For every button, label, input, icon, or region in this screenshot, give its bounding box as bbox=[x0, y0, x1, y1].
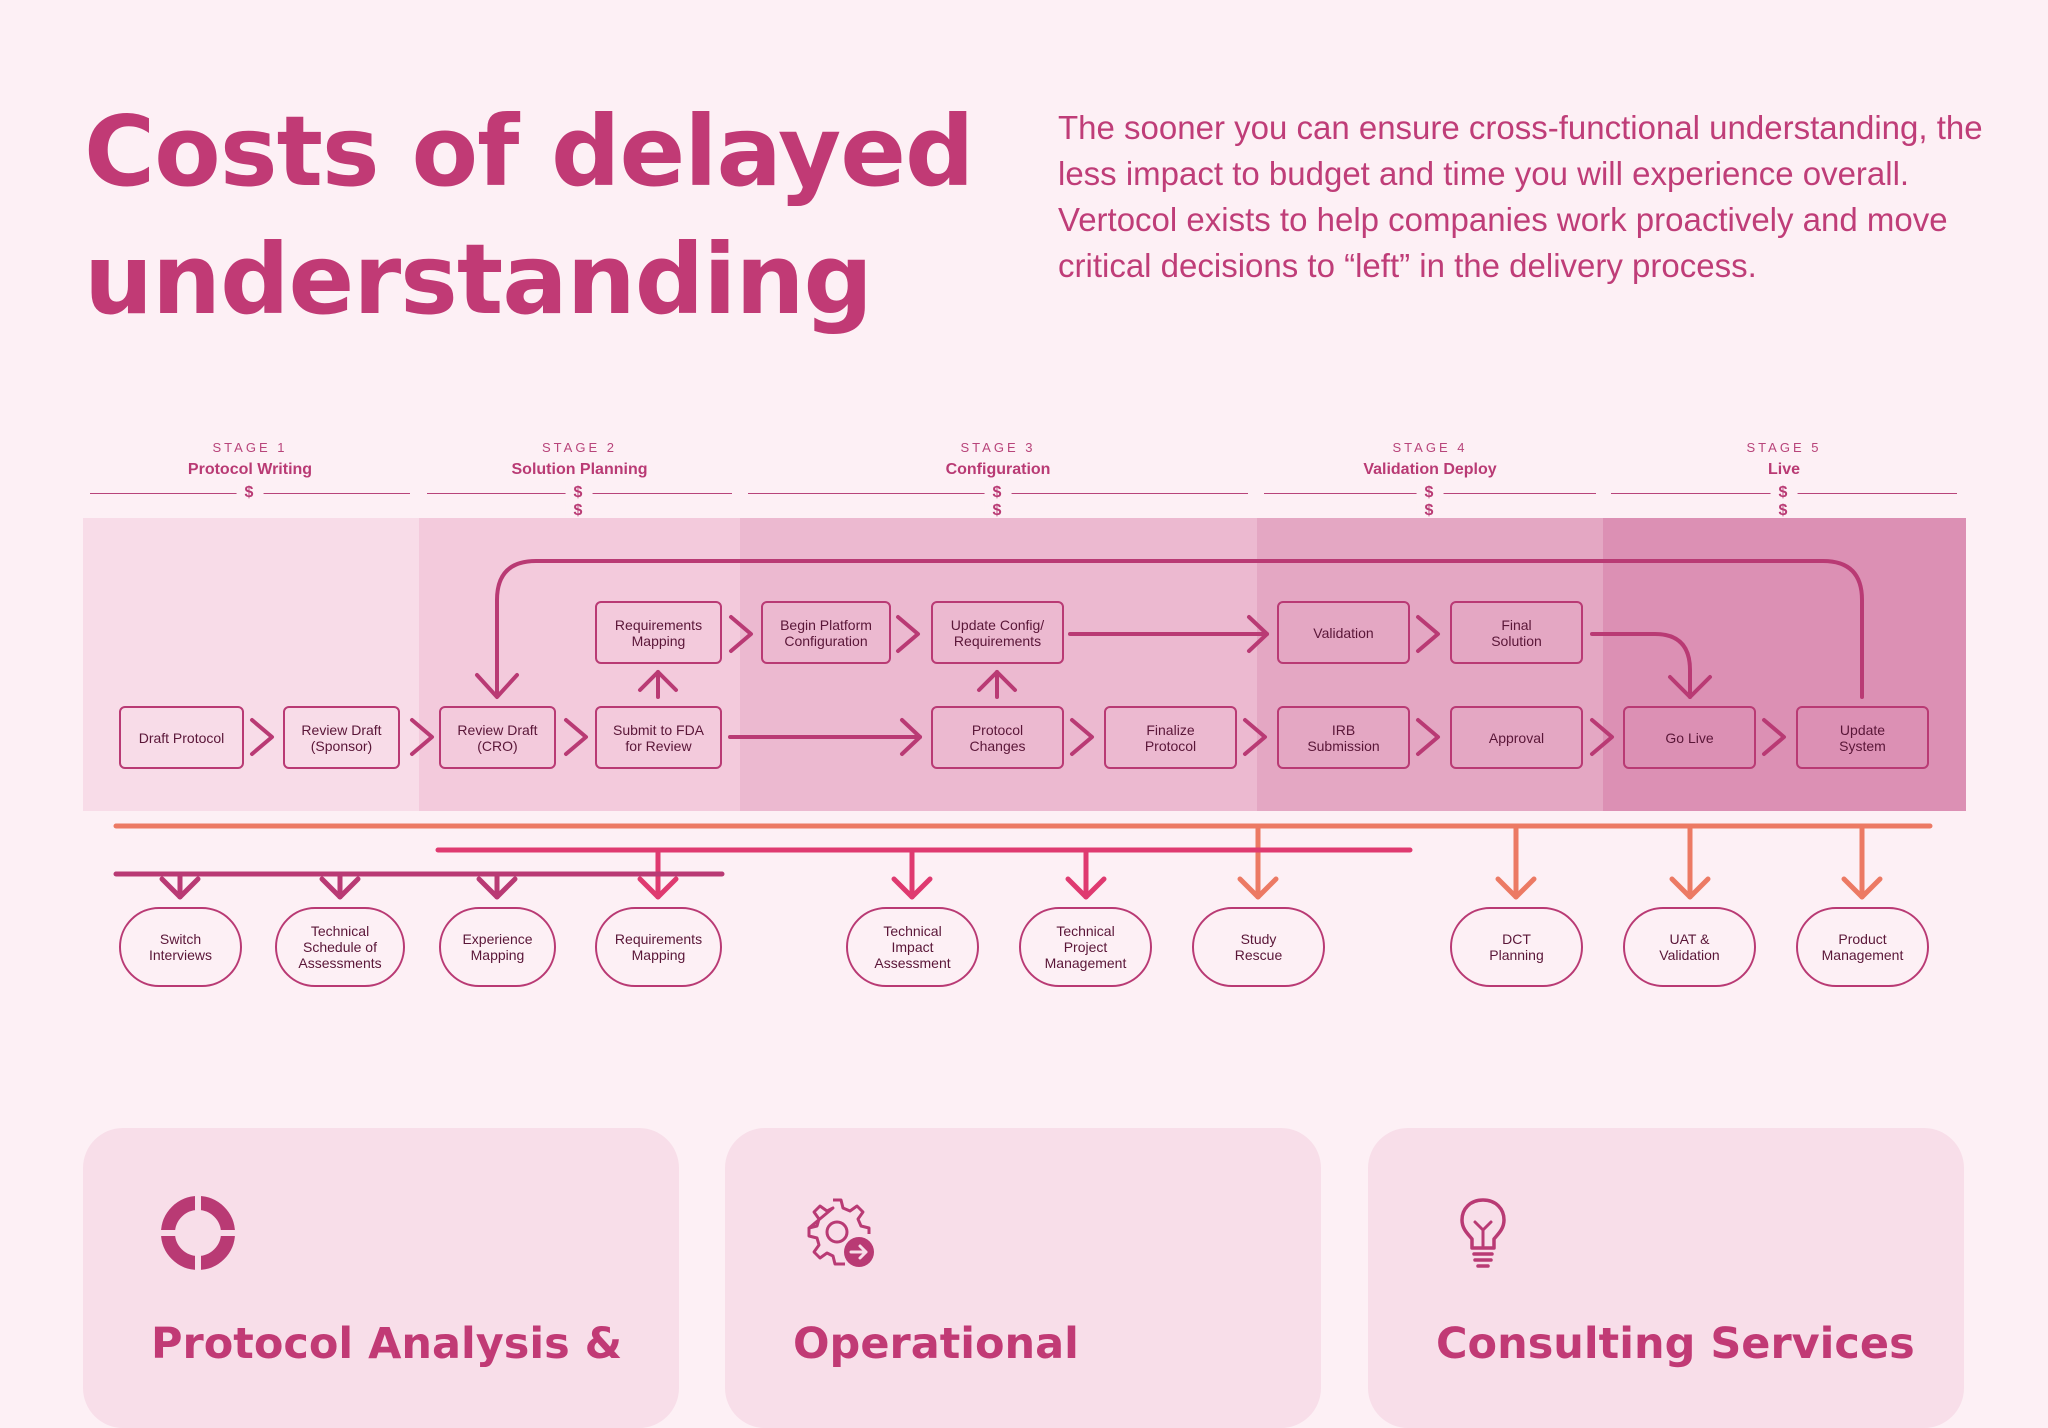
stage-name: Validation Deploy bbox=[1363, 461, 1497, 478]
service-technical-impact: Technical Impact Assessment bbox=[846, 907, 979, 987]
service-technical-schedule: Technical Schedule of Assessments bbox=[275, 907, 405, 987]
stage-2-header: STAGE 2 Solution Planning bbox=[427, 440, 732, 479]
step-final-solution: Final Solution bbox=[1450, 601, 1583, 664]
lifebuoy-icon bbox=[161, 1196, 235, 1270]
service-experience-mapping: Experience Mapping bbox=[439, 907, 556, 987]
card-consulting-services[interactable]: Consulting Services bbox=[1368, 1128, 1964, 1428]
step-protocol-changes: Protocol Changes bbox=[931, 706, 1064, 769]
stage-name: Live bbox=[1767, 461, 1800, 478]
service-switch-interviews: Switch Interviews bbox=[119, 907, 242, 987]
stage-cost: $ $ bbox=[565, 484, 593, 520]
step-requirements-mapping: Requirements Mapping bbox=[595, 601, 722, 664]
stage-3-header: STAGE 3 Configuration bbox=[748, 440, 1248, 479]
lightbulb-icon bbox=[1460, 1198, 1506, 1268]
step-draft-protocol: Draft Protocol bbox=[119, 706, 244, 769]
stage-number: STAGE 4 bbox=[1392, 440, 1468, 455]
card-operational[interactable]: Operational bbox=[725, 1128, 1321, 1428]
stage-5-band bbox=[1603, 518, 1966, 811]
step-review-sponsor: Review Draft (Sponsor) bbox=[283, 706, 400, 769]
stage-5-header: STAGE 5 Live bbox=[1611, 440, 1957, 479]
stage-name: Protocol Writing bbox=[187, 461, 313, 478]
card-protocol-analysis[interactable]: Protocol Analysis & bbox=[83, 1128, 679, 1428]
step-irb-submission: IRB Submission bbox=[1277, 706, 1410, 769]
intro-paragraph: The sooner you can ensure cross-function… bbox=[1058, 109, 1983, 284]
stage-3-band bbox=[740, 518, 1257, 811]
card-title: Protocol Analysis & bbox=[151, 1319, 623, 1369]
step-submit-fda: Submit to FDA for Review bbox=[595, 706, 722, 769]
stage-cost: $ bbox=[236, 484, 264, 502]
stage-4-band bbox=[1257, 518, 1603, 811]
service-dct-planning: DCT Planning bbox=[1450, 907, 1583, 987]
step-update-config: Update Config/ Requirements bbox=[931, 601, 1064, 664]
step-review-cro: Review Draft (CRO) bbox=[439, 706, 556, 769]
title-line-2: understanding bbox=[84, 223, 873, 336]
stage-2-band bbox=[419, 518, 740, 811]
service-product-management: Product Management bbox=[1796, 907, 1929, 987]
card-title: Consulting Services bbox=[1436, 1319, 1915, 1369]
service-study-rescue: Study Rescue bbox=[1192, 907, 1325, 987]
step-begin-platform: Begin Platform Configuration bbox=[761, 601, 891, 664]
step-validation: Validation bbox=[1277, 601, 1410, 664]
stage-name: Solution Planning bbox=[511, 461, 648, 478]
stage-number: STAGE 5 bbox=[1746, 440, 1822, 455]
service-uat-validation: UAT & Validation bbox=[1623, 907, 1756, 987]
stage-number: STAGE 3 bbox=[960, 440, 1036, 455]
title-line-1: Costs of delayed bbox=[84, 95, 974, 208]
step-finalize-protocol: Finalize Protocol bbox=[1104, 706, 1237, 769]
service-technical-pm: Technical Project Management bbox=[1019, 907, 1152, 987]
page-title: Costs of delayed understanding bbox=[84, 88, 1044, 344]
step-go-live: Go Live bbox=[1623, 706, 1756, 769]
stage-1-band bbox=[83, 518, 419, 811]
card-title: Operational bbox=[793, 1319, 1079, 1369]
stage-name: Configuration bbox=[945, 461, 1051, 478]
stage-number: STAGE 1 bbox=[212, 440, 288, 455]
step-approval: Approval bbox=[1450, 706, 1583, 769]
step-update-system: Update System bbox=[1796, 706, 1929, 769]
stage-1-header: STAGE 1 Protocol Writing bbox=[90, 440, 410, 479]
service-requirements-mapping: Requirements Mapping bbox=[595, 907, 722, 987]
gear-arrow-icon bbox=[807, 1198, 874, 1267]
stage-number: STAGE 2 bbox=[542, 440, 617, 455]
stage-4-header: STAGE 4 Validation Deploy bbox=[1264, 440, 1596, 479]
flow-connectors bbox=[113, 559, 1933, 900]
